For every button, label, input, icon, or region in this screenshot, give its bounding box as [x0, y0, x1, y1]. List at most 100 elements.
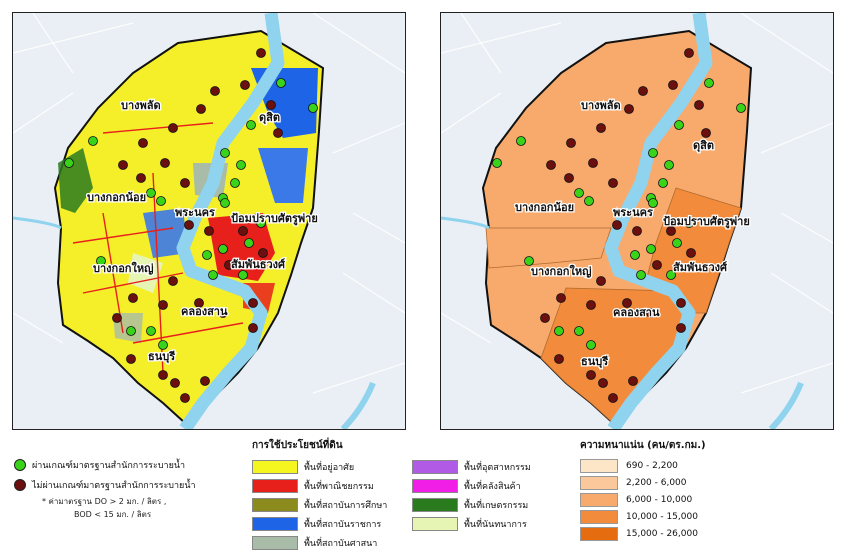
left-label-bangkok-noi: บางกอกน้อย: [87, 191, 146, 204]
pass-sample-point: [574, 188, 584, 198]
right-label-bang-phlat: บางพลัด: [581, 99, 621, 112]
fail-sample-point: [184, 220, 194, 230]
fail-sample-point: [194, 298, 204, 308]
pass-sample-point: [218, 244, 228, 254]
pass-sample-point: [238, 270, 248, 280]
pass-sample-point: [230, 178, 240, 188]
fail-sample-point: [701, 128, 711, 138]
right-label-khlong-san: คลองสาน: [613, 306, 660, 319]
density-legend-title: ความหนาแน่น (คน/ตร.กม.): [580, 440, 706, 451]
pass-sample-point: [672, 238, 682, 248]
fail-sample-point: [564, 173, 574, 183]
pass-sample-point: [574, 326, 584, 336]
pass-sample-point: [704, 78, 714, 88]
left-map-sample-points: [64, 48, 318, 403]
density-legend-label: 6,000 - 10,000: [626, 494, 693, 505]
fail-sample-point: [608, 178, 618, 188]
fail-sample-point: [632, 226, 642, 236]
fail-sample-point: [694, 100, 704, 110]
pass-sample-point: [202, 250, 212, 260]
fail-sample-point: [273, 128, 283, 138]
density-map-canvas: บางพลัด ดุสิต บางกอกน้อย พระนคร ป้อมปราบ…: [441, 13, 833, 429]
land-use-legend-item: พื้นที่เกษตรกรรม: [412, 495, 552, 514]
fail-sample-point: [586, 300, 596, 310]
legend-pass-label: ผ่านเกณฑ์มาตรฐานสำนักการระบายน้ำ: [32, 461, 186, 471]
land-use-legend-item: พื้นที่พาณิชยกรรม: [252, 476, 412, 495]
land-use-swatch: [412, 497, 458, 512]
fail-sample-point: [258, 248, 268, 258]
population-density-map: บางพลัด ดุสิต บางกอกน้อย พระนคร ป้อมปราบ…: [440, 12, 834, 430]
fail-sample-point: [554, 354, 564, 364]
fail-sample-point: [118, 160, 128, 170]
land-use-legend-label: พื้นที่สถาบันราชการ: [304, 519, 382, 530]
density-legend-item: 6,000 - 10,000: [580, 491, 780, 508]
pass-dot-icon: [14, 459, 26, 471]
pass-sample-point: [146, 188, 156, 198]
land-use-legend-item: พื้นที่สถาบันราชการ: [252, 514, 412, 533]
land-use-legend-label: พื้นที่เกษตรกรรม: [464, 500, 529, 511]
fail-sample-point: [596, 123, 606, 133]
fail-sample-point: [128, 293, 138, 303]
land-use-swatch: [412, 516, 458, 531]
land-use-legend-item: พื้นที่สถาบันการศึกษา: [252, 495, 412, 514]
land-use-map-canvas: บางพลัด ดุสิต บางกอกน้อย พระนคร ป้อมปราบ…: [13, 13, 405, 429]
fail-sample-point: [676, 298, 686, 308]
pass-sample-point: [584, 196, 594, 206]
land-use-swatch: [252, 535, 298, 550]
right-label-dusit: ดุสิต: [693, 139, 714, 153]
fail-sample-point: [224, 260, 234, 270]
pass-sample-point: [554, 326, 564, 336]
fail-sample-point: [622, 298, 632, 308]
land-use-legend-item: พื้นที่นันทนาการ: [412, 514, 552, 533]
pass-sample-point: [648, 148, 658, 158]
land-use-legend-label: พื้นที่สถาบันศาสนา: [304, 538, 378, 549]
land-use-swatch: [252, 478, 298, 493]
fail-sample-point: [646, 308, 656, 318]
left-label-thon-buri: ธนบุรี: [148, 350, 175, 364]
pass-sample-point: [208, 270, 218, 280]
left-label-pom-prap: ป้อมปราบศัตรูพ่าย: [231, 212, 318, 226]
right-label-phra-nakhon: พระนคร: [613, 206, 653, 219]
fail-sample-point: [586, 370, 596, 380]
fail-sample-point: [638, 86, 648, 96]
left-label-bangkok-yai: บางกอกใหญ่: [93, 261, 153, 275]
left-map-river: [176, 13, 285, 429]
right-label-bangkok-yai: บางกอกใหญ่: [531, 264, 591, 278]
fail-sample-point: [248, 298, 258, 308]
land-use-legend-column-2: พื้นที่อุตสาหกรรมพื้นที่คลังสินค้าพื้นที…: [412, 457, 552, 552]
fail-sample-point: [168, 276, 178, 286]
pass-sample-point: [664, 160, 674, 170]
fail-sample-point: [588, 158, 598, 168]
land-use-legend-item: พื้นที่คลังสินค้า: [412, 476, 552, 495]
fail-sample-point: [170, 378, 180, 388]
fail-sample-point: [240, 80, 250, 90]
sample-point-legend: ผ่านเกณฑ์มาตรฐานสำนักการระบายน้ำ ไม่ผ่าน…: [14, 455, 244, 521]
land-use-legend-item: พื้นที่สถาบันศาสนา: [252, 533, 412, 552]
fail-sample-point: [210, 86, 220, 96]
pass-sample-point: [276, 78, 286, 88]
density-legend-item: 2,200 - 6,000: [580, 474, 780, 491]
density-legend-item: 15,000 - 26,000: [580, 525, 780, 542]
fail-sample-point: [628, 376, 638, 386]
pass-sample-point: [636, 270, 646, 280]
right-map-river: [604, 13, 713, 429]
density-swatch: [580, 492, 618, 507]
fail-sample-point: [624, 104, 634, 114]
pass-sample-point: [220, 148, 230, 158]
land-use-legend-column-1: พื้นที่อยู่อาศัยพื้นที่พาณิชยกรรมพื้นที่…: [252, 457, 412, 552]
left-label-samphanthawong: สัมพันธวงศ์: [231, 258, 286, 271]
fail-sample-point: [160, 158, 170, 168]
pass-sample-point: [220, 198, 230, 208]
fail-sample-point: [238, 226, 248, 236]
fail-sample-point: [546, 160, 556, 170]
fail-sample-point: [668, 80, 678, 90]
fail-sample-point: [266, 100, 276, 110]
land-use-legend-label: พื้นที่นันทนาการ: [464, 519, 527, 530]
pass-sample-point: [308, 103, 318, 113]
fail-sample-point: [180, 393, 190, 403]
fail-sample-point: [248, 323, 258, 333]
right-label-samphanthawong: สัมพันธวงศ์: [673, 261, 728, 274]
right-label-bangkok-noi: บางกอกน้อย: [515, 201, 574, 214]
right-label-thon-buri: ธนบุรี: [581, 355, 608, 369]
